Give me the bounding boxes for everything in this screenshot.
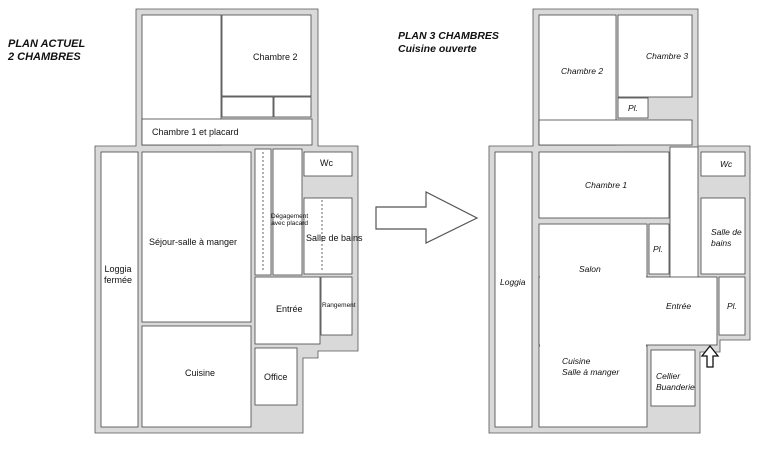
- right-arrow-icon: [375, 191, 479, 244]
- right-label-loggia: Loggia: [500, 277, 526, 287]
- right-label-wc: Wc: [720, 159, 733, 169]
- right-room-chambre1: [538, 151, 670, 219]
- right-label-pl2: Pl.: [653, 244, 663, 254]
- left-room-wc: [303, 151, 353, 177]
- left-closet-b: [273, 96, 312, 118]
- right-label-cuisine-line2: Salle à manger: [562, 367, 620, 377]
- right-label-pl3: Pl.: [727, 301, 737, 311]
- left-label-cuisine: Cuisine: [185, 368, 216, 378]
- right-room-cellier: [650, 349, 696, 407]
- right-room-wc: [700, 151, 746, 177]
- left-label-sdb: Salle de bains: [306, 233, 363, 243]
- right-label-cuisine-line1: Cuisine: [562, 356, 591, 366]
- right-corridor-top: [538, 119, 693, 146]
- right-room-chambre3: [617, 14, 693, 98]
- left-label-wc: Wc: [320, 158, 333, 168]
- left-room-rangement: [320, 276, 353, 336]
- right-label-cellier-line1: Cellier: [656, 371, 681, 381]
- right-label-chambre2: Chambre 2: [561, 66, 604, 76]
- right-label-sdb-line1: Salle de: [711, 227, 742, 237]
- right-plan-rooms: [494, 14, 746, 428]
- right-plan-title-line1: PLAN 3 CHAMBRES: [398, 30, 499, 42]
- right-room-sdb: [700, 197, 746, 275]
- right-label-sdb-line2: bains: [711, 238, 732, 248]
- right-plan-title: PLAN 3 CHAMBRES Cuisine ouverte: [398, 30, 499, 56]
- left-label-degagement: Dégagement avec placard: [271, 213, 308, 227]
- left-room-sdb: [303, 197, 353, 275]
- left-label-loggia-line2: fermée: [104, 275, 133, 285]
- right-plan-title-line2: Cuisine ouverte: [398, 43, 477, 55]
- left-label-chambre1: Chambre 1 et placard: [152, 127, 239, 137]
- left-plan-title: PLAN ACTUEL 2 CHAMBRES: [8, 38, 85, 64]
- left-plan-title-line1: PLAN ACTUEL: [8, 38, 86, 50]
- right-label-sdb: Salle de bains: [711, 227, 742, 249]
- left-label-degagement-line2: avec placard: [271, 220, 309, 227]
- right-label-entree: Entrée: [666, 301, 692, 311]
- left-label-rangement: Rangement: [322, 302, 356, 309]
- left-label-degagement-line1: Dégagement: [271, 213, 309, 220]
- up-arrow-icon: [700, 344, 720, 368]
- left-label-loggia-line1: Loggia: [104, 264, 132, 274]
- left-label-chambre2: Chambre 2: [253, 52, 298, 62]
- left-room-cuisine: [141, 325, 252, 428]
- right-label-chambre1: Chambre 1: [585, 180, 628, 190]
- right-label-cellier: Cellier Buanderie: [656, 371, 695, 393]
- left-room-chambre1-lower: [141, 118, 313, 146]
- right-closet-pl3: [718, 276, 746, 336]
- left-room-entree: [254, 276, 321, 345]
- left-room-office: [254, 347, 298, 406]
- right-label-chambre3: Chambre 3: [646, 51, 689, 61]
- left-closet-a: [221, 96, 274, 118]
- left-label-loggia: Loggia fermée: [104, 264, 132, 286]
- left-plan-rooms: [100, 14, 353, 428]
- left-label-office: Office: [264, 372, 288, 382]
- right-closet-pl2: [648, 223, 670, 275]
- right-closet-pl1: [617, 97, 649, 119]
- right-label-cuisine: Cuisine Salle à manger: [562, 356, 619, 378]
- left-label-entree: Entrée: [276, 304, 303, 314]
- right-label-salon: Salon: [579, 264, 601, 274]
- left-label-sejour: Séjour-salle à manger: [149, 237, 238, 247]
- left-room-loggia: [100, 151, 139, 428]
- left-room-chambre2: [221, 14, 312, 97]
- right-label-pl1: Pl.: [628, 103, 638, 113]
- right-room-loggia: [494, 151, 533, 428]
- left-plan-title-line2: 2 CHAMBRES: [8, 51, 81, 63]
- right-room-cuisine: [538, 345, 648, 428]
- right-label-cellier-line2: Buanderie: [656, 382, 695, 392]
- left-room-sejour: [141, 151, 252, 323]
- left-room-degagement: [272, 148, 303, 276]
